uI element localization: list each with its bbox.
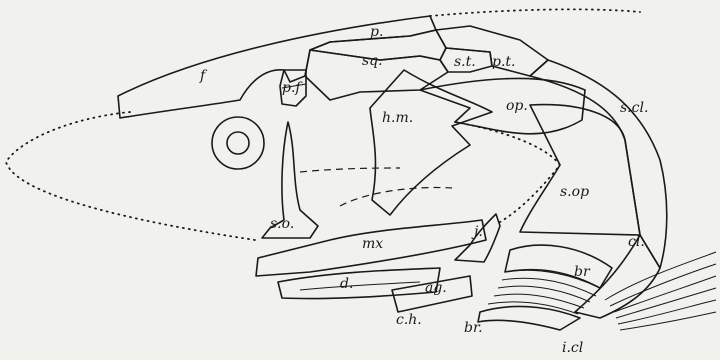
label-infracleithrum: i.cl	[562, 340, 583, 356]
suboperculum-bone	[520, 105, 640, 235]
label-ceratohyal: c.h.	[396, 312, 422, 328]
orbit-outer	[212, 117, 264, 169]
label-angular: ag.	[425, 280, 447, 296]
label-squamosal: sq.	[362, 53, 383, 69]
label-frontal: f	[199, 68, 208, 84]
orbit-inner	[227, 132, 249, 154]
label-dentary: d.	[340, 276, 353, 292]
branchiostegal-plate-upper	[505, 245, 612, 288]
label-parietal: p.	[370, 24, 383, 40]
orbit-dashed-line	[300, 168, 400, 172]
palate-dashed-line	[340, 188, 452, 206]
label-supratemporal: s.t.	[454, 54, 476, 70]
supracleithrum-bone	[530, 60, 667, 268]
label-posttemporal: p.t.	[492, 54, 516, 70]
label-hyomandibular: h.m.	[382, 110, 413, 126]
label-suborbital: s.o.	[270, 216, 294, 232]
frontal-bone	[118, 16, 436, 118]
label-jugal: j.	[471, 224, 483, 240]
label-maxilla: mx	[362, 236, 383, 252]
label-postfrontal: p.f	[282, 80, 303, 96]
label-suboperculum: s.op	[560, 184, 589, 200]
label-branchiostegal-lower: br.	[464, 320, 483, 336]
opercular-bone	[420, 78, 585, 133]
label-branchiostegal-upper: br	[574, 264, 591, 280]
label-opercular: op.	[506, 98, 528, 114]
opercular-outline	[455, 122, 560, 222]
label-cleithrum: cl.	[628, 234, 645, 250]
label-supracleithrum: s.cl.	[620, 100, 648, 116]
